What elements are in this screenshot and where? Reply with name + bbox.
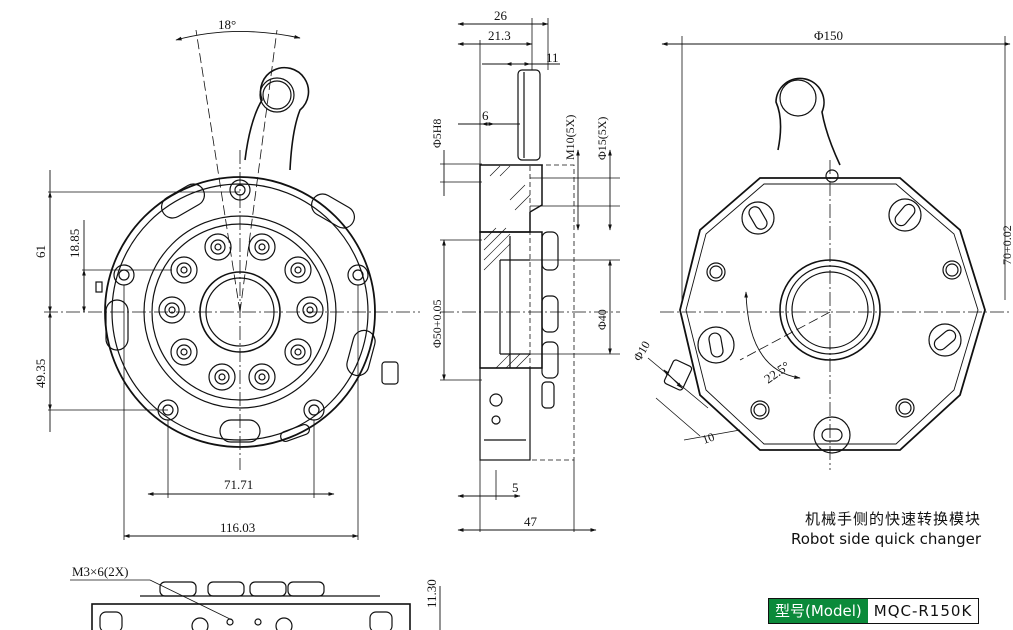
front-pins [158, 233, 324, 391]
dim-18-85: 18.85 [67, 229, 82, 258]
dim-47: 47 [524, 514, 538, 529]
dim-21-3: 21.3 [488, 28, 511, 43]
bottom-view [70, 579, 441, 630]
dim-6: 6 [482, 108, 489, 123]
dim-40: Φ40 [595, 309, 609, 330]
front-view [44, 29, 420, 540]
dim-15: Φ15(5X) [595, 117, 609, 160]
dim-61: 61 [33, 245, 48, 258]
model-value: MQC-R150K [867, 599, 979, 623]
dim-5h8: Φ5H8 [430, 119, 444, 148]
dim-10: 10 [700, 430, 716, 447]
dim-71-71: 71.71 [224, 477, 253, 492]
dim-49-35: 49.35 [33, 359, 48, 388]
dim-11: 11 [546, 50, 559, 65]
dim-116-03: 116.03 [220, 520, 255, 535]
dim-18-deg: 18° [218, 17, 236, 32]
dim-26: 26 [494, 8, 508, 23]
title-english: Robot side quick changer [790, 530, 981, 548]
model-badge: 型号(Model) MQC-R150K [768, 598, 980, 624]
dim-50: Φ50+0.05 [430, 299, 444, 348]
dim-70: 70+0.02 [1000, 225, 1013, 265]
dim-22-5: 22.5° [761, 358, 793, 386]
dim-150: Φ150 [814, 28, 843, 43]
dim-m10: M10(5X) [563, 115, 577, 160]
title-chinese: 机械手侧的快速转换模块 [804, 510, 981, 528]
back-view [647, 36, 1011, 470]
dim-11-30: 11.30 [424, 579, 439, 608]
dim-m3: M3×6(2X) [72, 564, 128, 579]
dim-5: 5 [512, 480, 519, 495]
side-view [440, 18, 620, 532]
model-label: 型号(Model) [769, 599, 868, 623]
